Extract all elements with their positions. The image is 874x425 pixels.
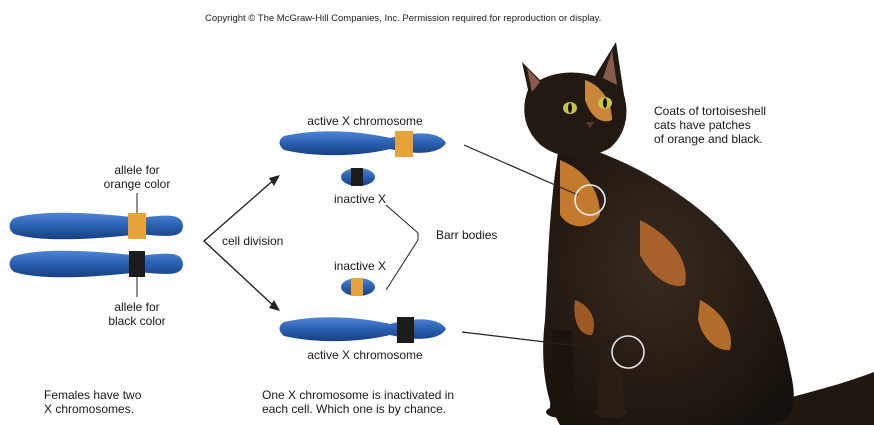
tortoiseshell-cat-image [522,42,874,425]
active-x-bottom-label: active X chromosome [290,348,440,362]
one-x-line2: each cell. Which one is by chance. [262,402,454,416]
females-line2: X chromosomes. [44,402,141,416]
chromosome-pair-left [10,193,184,297]
active-x-chromosome-top [280,131,447,157]
cell-division-label: cell division [222,234,283,248]
inactive-x-bottom-label: inactive X [320,259,400,273]
one-x-line1: One X chromosome is inactivated in [262,388,454,402]
allele-black-line1: allele for [92,300,182,314]
chromosome-x-orange-allele [10,213,184,240]
allele-orange-line2: orange color [92,177,182,191]
allele-black-line2: black color [92,314,182,328]
chromosome-x-black-allele [10,251,184,278]
allele-black-label: allele for black color [92,300,182,328]
coats-caption: Coats of tortoiseshell cats have patches… [654,104,766,146]
arrow-head-down [269,300,280,311]
black-allele-band-bottom [397,317,414,343]
active-x-top-label: active X chromosome [290,114,440,128]
inactive-x-bottom [341,278,375,296]
allele-orange-label: allele for orange color [92,163,182,191]
barr-bodies-label: Barr bodies [436,228,497,242]
one-x-caption: One X chromosome is inactivated in each … [262,388,454,416]
barr-bodies-bracket [386,205,418,290]
allele-orange-line1: allele for [92,163,182,177]
coats-line3: of orange and black. [654,132,766,146]
orange-allele-band [128,213,146,239]
coats-line1: Coats of tortoiseshell [654,104,766,118]
black-allele-band [129,251,145,277]
females-caption: Females have two X chromosomes. [44,388,141,416]
copyright-notice: Copyright © The McGraw-Hill Companies, I… [205,12,601,26]
females-line1: Females have two [44,388,141,402]
orange-allele-band-top [395,131,413,157]
arrow-head-up [269,175,280,186]
inactive-x-top-label: inactive X [320,192,400,206]
active-x-chromosome-bottom [280,317,447,343]
coats-line2: cats have patches [654,118,766,132]
inactive-x-top [341,168,375,186]
